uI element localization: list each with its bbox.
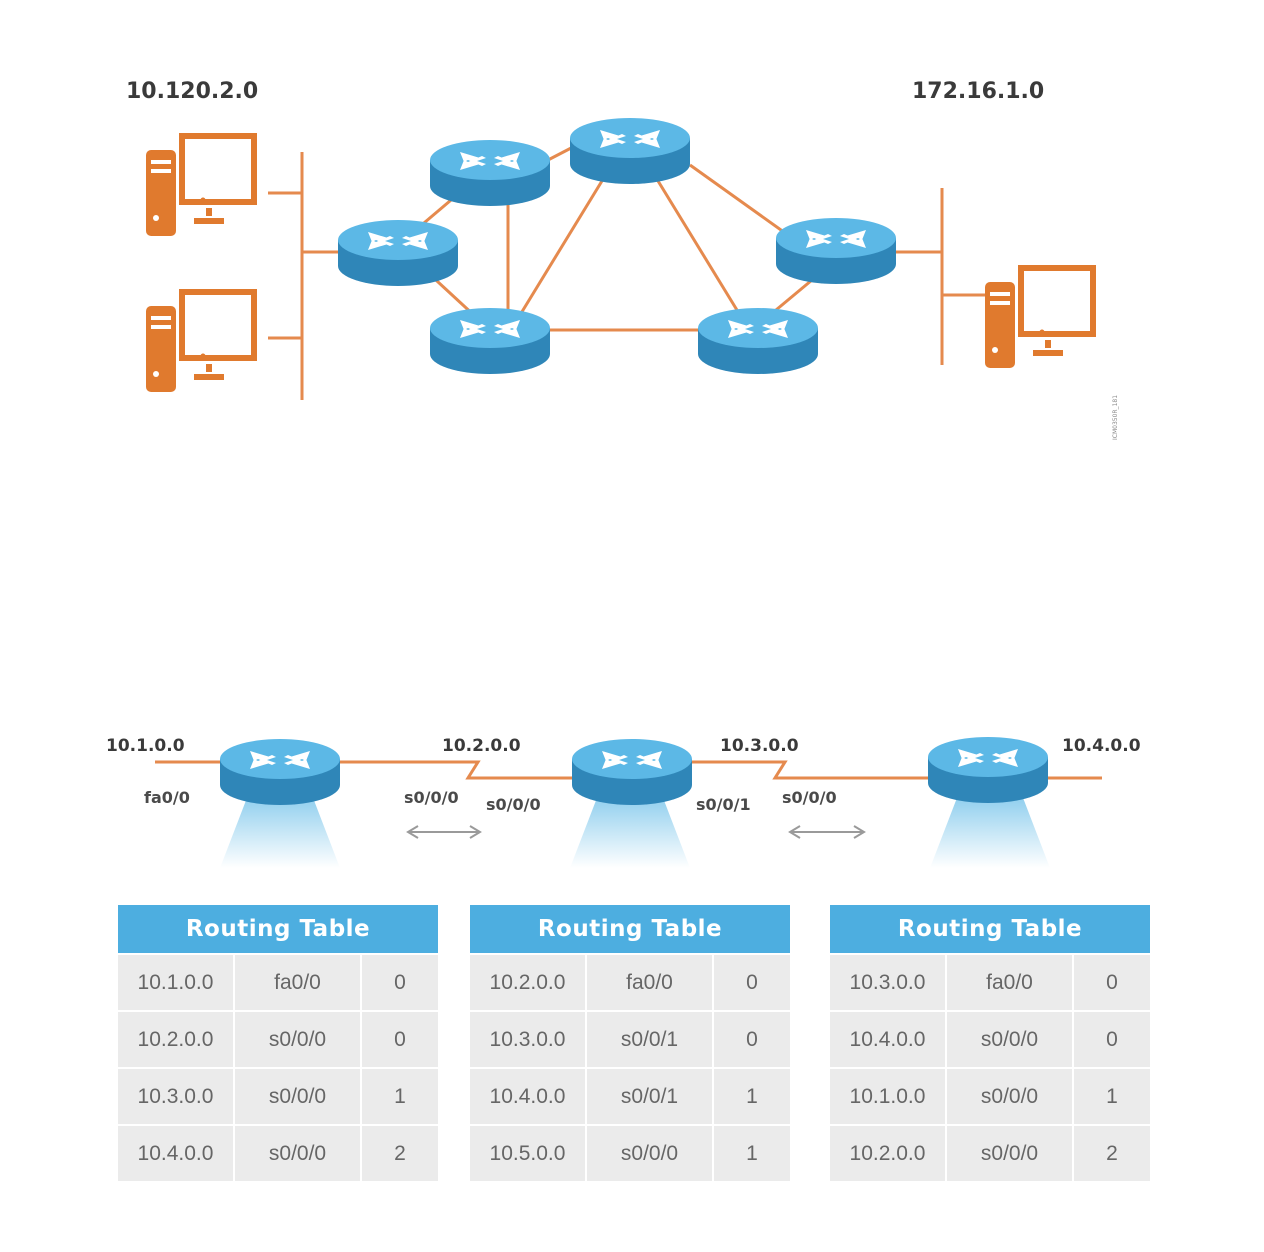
right-network-label: 172.16.1.0	[912, 79, 1044, 104]
routing-table: Routing Table 10.2.0.0 fa0/0 0 10.3.0.0 …	[470, 905, 790, 1181]
pc-icon	[146, 292, 254, 392]
hop-count-cell: 2	[394, 1141, 406, 1165]
network-label: 10.3.0.0	[720, 736, 799, 756]
interface-cell: fa0/0	[585, 955, 714, 1010]
interface-label: fa0/0	[144, 788, 190, 807]
interface-label: s0/0/0	[486, 795, 541, 814]
table-row: 10.3.0.0 fa0/0 0	[830, 955, 1150, 1010]
network-label: 10.2.0.0	[442, 736, 521, 756]
interface-cell: s0/0/0	[945, 1126, 1074, 1181]
network-cell: 10.3.0.0	[137, 1084, 214, 1108]
table-row: 10.5.0.0 s0/0/0 1	[470, 1126, 790, 1181]
table-row: 10.4.0.0 s0/0/0 2	[118, 1126, 438, 1181]
router-icon	[572, 739, 692, 805]
router-icon	[928, 737, 1048, 803]
interface-cell: s0/0/0	[233, 1126, 362, 1181]
hop-count-cell: 0	[746, 970, 758, 994]
table-row: 10.1.0.0 s0/0/0 1	[830, 1069, 1150, 1124]
network-topology-diagram: 10.120.2.0 172.16.1.0 ICM0350R_181	[126, 79, 1119, 440]
table-row: 10.3.0.0 s0/0/0 1	[118, 1069, 438, 1124]
router-chain-diagram: 10.1.0.0 10.2.0.0 10.3.0.0 10.4.0.0 fa0/…	[106, 736, 1141, 868]
network-cell: 10.3.0.0	[849, 970, 926, 994]
network-cell: 10.2.0.0	[137, 1027, 214, 1051]
network-cell: 10.4.0.0	[137, 1141, 214, 1165]
interface-cell: fa0/0	[233, 955, 362, 1010]
router-beams	[220, 790, 1050, 868]
interface-label: s0/0/0	[404, 788, 459, 807]
hop-count-cell: 1	[746, 1141, 758, 1165]
routing-table: Routing Table 10.3.0.0 fa0/0 0 10.4.0.0 …	[830, 905, 1150, 1181]
routing-table-title: Routing Table	[470, 905, 790, 953]
ethernet-segments	[268, 152, 985, 400]
chain-links	[155, 760, 1102, 780]
network-cell: 10.2.0.0	[849, 1141, 926, 1165]
network-cell: 10.4.0.0	[489, 1084, 566, 1108]
hop-count-cell: 1	[394, 1084, 406, 1108]
interface-cell: s0/0/0	[585, 1126, 714, 1181]
routing-table-title: Routing Table	[118, 905, 438, 953]
table-row: 10.2.0.0 s0/0/0 2	[830, 1126, 1150, 1181]
network-cell: 10.4.0.0	[849, 1027, 926, 1051]
table-row: 10.2.0.0 fa0/0 0	[470, 955, 790, 1010]
update-arrows	[406, 825, 866, 839]
router-icon	[430, 308, 550, 374]
table-row: 10.2.0.0 s0/0/0 0	[118, 1012, 438, 1067]
network-label: 10.1.0.0	[106, 736, 185, 756]
interface-cell: fa0/0	[945, 955, 1074, 1010]
router-icon	[430, 140, 550, 206]
hop-count-cell: 0	[1106, 970, 1118, 994]
table-row: 10.1.0.0 fa0/0 0	[118, 955, 438, 1010]
router-icon	[776, 218, 896, 284]
left-network-label: 10.120.2.0	[126, 79, 258, 104]
network-cell: 10.1.0.0	[137, 970, 214, 994]
pc-icon	[146, 136, 254, 236]
router-icon	[220, 739, 340, 805]
interface-cell: s0/0/0	[233, 1012, 362, 1067]
table-row: 10.4.0.0 s0/0/1 1	[470, 1069, 790, 1124]
router-icon	[570, 118, 690, 184]
hop-count-cell: 0	[394, 1027, 406, 1051]
router-icon	[698, 308, 818, 374]
interface-label: s0/0/0	[782, 788, 837, 807]
hop-count-cell: 0	[394, 970, 406, 994]
pc-icon	[985, 268, 1093, 368]
router-icon	[338, 220, 458, 286]
hop-count-cell: 1	[746, 1084, 758, 1108]
network-cell: 10.5.0.0	[489, 1141, 566, 1165]
network-cell: 10.3.0.0	[489, 1027, 566, 1051]
hop-count-cell: 0	[746, 1027, 758, 1051]
router-links	[396, 144, 831, 332]
hop-count-cell: 0	[1106, 1027, 1118, 1051]
interface-cell: s0/0/0	[945, 1012, 1074, 1067]
figure-id: ICM0350R_181	[1112, 395, 1119, 440]
table-row: 10.4.0.0 s0/0/0 0	[830, 1012, 1150, 1067]
table-row: 10.3.0.0 s0/0/1 0	[470, 1012, 790, 1067]
network-cell: 10.2.0.0	[489, 970, 566, 994]
routing-table: Routing Table 10.1.0.0 fa0/0 0 10.2.0.0 …	[118, 905, 438, 1181]
interface-cell: s0/0/1	[585, 1012, 714, 1067]
interface-label: s0/0/1	[696, 795, 751, 814]
routing-table-title: Routing Table	[830, 905, 1150, 953]
hop-count-cell: 1	[1106, 1084, 1118, 1108]
interface-cell: s0/0/0	[233, 1069, 362, 1124]
hop-count-cell: 2	[1106, 1141, 1118, 1165]
network-cell: 10.1.0.0	[849, 1084, 926, 1108]
interface-cell: s0/0/0	[945, 1069, 1074, 1124]
network-label: 10.4.0.0	[1062, 736, 1141, 756]
interface-cell: s0/0/1	[585, 1069, 714, 1124]
